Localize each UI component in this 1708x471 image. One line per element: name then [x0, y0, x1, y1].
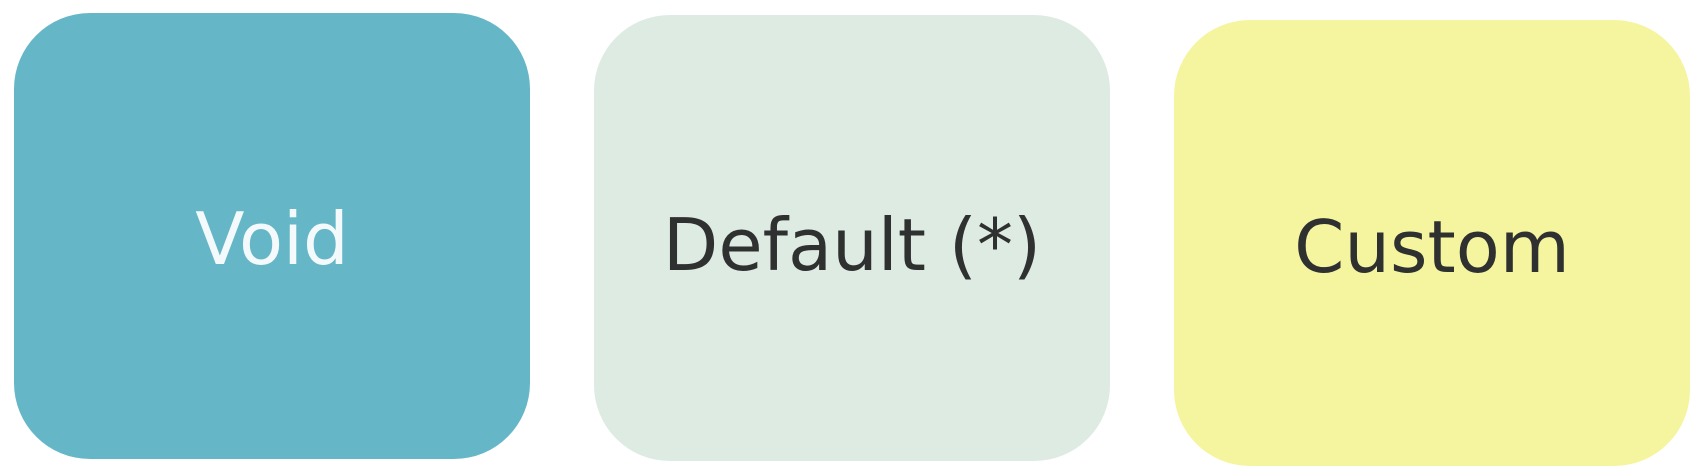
- void-card: Void: [14, 13, 530, 459]
- default-label: Default (*): [662, 203, 1042, 287]
- void-label: Void: [195, 197, 349, 281]
- default-card: Default (*): [594, 15, 1110, 461]
- custom-label: Custom: [1294, 205, 1570, 289]
- custom-card: Custom: [1174, 20, 1690, 466]
